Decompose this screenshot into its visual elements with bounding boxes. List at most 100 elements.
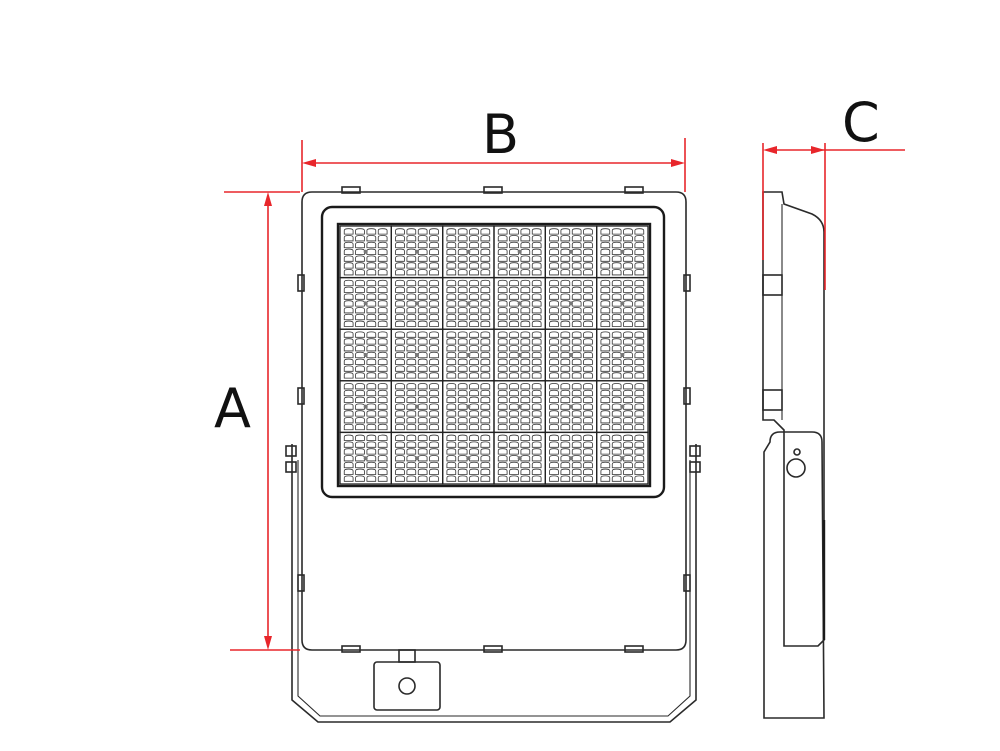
led-lens: [583, 293, 593, 300]
led-lens: [623, 455, 633, 462]
led-lens: [417, 293, 428, 300]
top-tab-left: [341, 186, 361, 194]
led-lens: [549, 320, 559, 327]
led-lens: [377, 358, 388, 365]
led-lens: [355, 293, 365, 300]
led-lens: [355, 403, 365, 410]
led-lens: [446, 345, 457, 352]
led-lens: [497, 455, 508, 462]
led-lens: [549, 358, 559, 365]
led-lens: [571, 475, 582, 482]
led-lens: [395, 300, 405, 307]
led-lens: [395, 475, 405, 482]
led-lens: [623, 313, 633, 321]
led-lens: [560, 372, 571, 379]
led-lens: [366, 286, 377, 293]
led-lens: [417, 235, 428, 242]
led-lens: [355, 461, 365, 469]
led-lens: [611, 417, 622, 424]
led-lens: [549, 455, 559, 462]
led-lens: [480, 372, 491, 379]
led-lens: [429, 475, 439, 482]
led-lens: [480, 255, 491, 262]
led-lens: [634, 320, 645, 327]
led-lens: [429, 248, 439, 255]
led-lens: [600, 320, 611, 327]
led-lens: [571, 241, 582, 249]
led-lens: [634, 307, 645, 314]
led-lens: [377, 293, 388, 300]
module-screw: [363, 249, 368, 254]
led-lens: [343, 383, 354, 390]
led-lens: [611, 338, 622, 345]
led-lens: [355, 235, 365, 242]
led-lens: [611, 455, 622, 462]
led-lens: [520, 241, 531, 249]
module-screw: [517, 456, 522, 461]
led-lens: [623, 293, 633, 300]
led-lens: [497, 286, 508, 293]
led-lens: [417, 313, 428, 321]
led-lens: [611, 293, 622, 300]
led-lens: [611, 448, 622, 455]
front-view: [285, 186, 701, 723]
led-lens: [377, 396, 388, 403]
led-lens: [429, 313, 439, 321]
led-lens: [343, 461, 354, 469]
led-lens: [531, 286, 542, 293]
led-lens: [560, 475, 571, 482]
led-lens: [600, 417, 611, 424]
led-lens: [623, 410, 633, 417]
dimension-a-arrow-top: [264, 192, 272, 206]
led-lens: [583, 313, 593, 321]
led-lens: [469, 389, 479, 397]
led-lens: [417, 262, 428, 269]
led-lens: [417, 300, 428, 307]
side-pivot-small-icon: [793, 448, 801, 456]
led-lens: [417, 441, 428, 448]
led-lens: [469, 365, 479, 372]
led-lens: [497, 358, 508, 365]
led-lens: [583, 235, 593, 242]
led-lens: [611, 351, 622, 359]
led-lens: [469, 320, 479, 327]
led-lens: [417, 475, 428, 482]
led-lens: [469, 358, 479, 365]
led-lens: [457, 307, 468, 314]
led-lens: [355, 475, 365, 482]
led-lens: [355, 372, 365, 379]
led-lens: [355, 358, 365, 365]
led-lens: [417, 331, 428, 338]
module-screw: [415, 404, 419, 409]
led-lens: [406, 351, 417, 359]
led-lens: [446, 475, 457, 482]
led-lens: [634, 434, 645, 441]
led-lens: [480, 228, 491, 235]
led-lens: [634, 365, 645, 372]
led-lens: [560, 383, 571, 390]
module-screw: [620, 249, 625, 254]
led-lens: [583, 403, 593, 410]
led-lens: [429, 372, 439, 379]
led-lens: [560, 279, 571, 287]
led-lens: [343, 228, 354, 235]
led-lens: [457, 331, 468, 338]
module-screw: [517, 301, 522, 306]
led-lens: [520, 228, 531, 235]
led-lens: [549, 235, 559, 242]
led-lens: [377, 372, 388, 379]
led-lens: [377, 475, 388, 482]
led-lens: [571, 468, 582, 475]
led-lens: [583, 262, 593, 269]
led-lens: [611, 434, 622, 441]
led-lens: [611, 313, 622, 321]
led-lens: [457, 228, 468, 235]
led-lens: [406, 331, 417, 338]
led-lens: [457, 320, 468, 327]
led-lens: [446, 262, 457, 269]
led-lens: [457, 286, 468, 293]
led-lens: [446, 248, 457, 255]
led-lens: [583, 475, 593, 482]
led-lens: [549, 338, 559, 345]
led-module: [596, 431, 649, 485]
